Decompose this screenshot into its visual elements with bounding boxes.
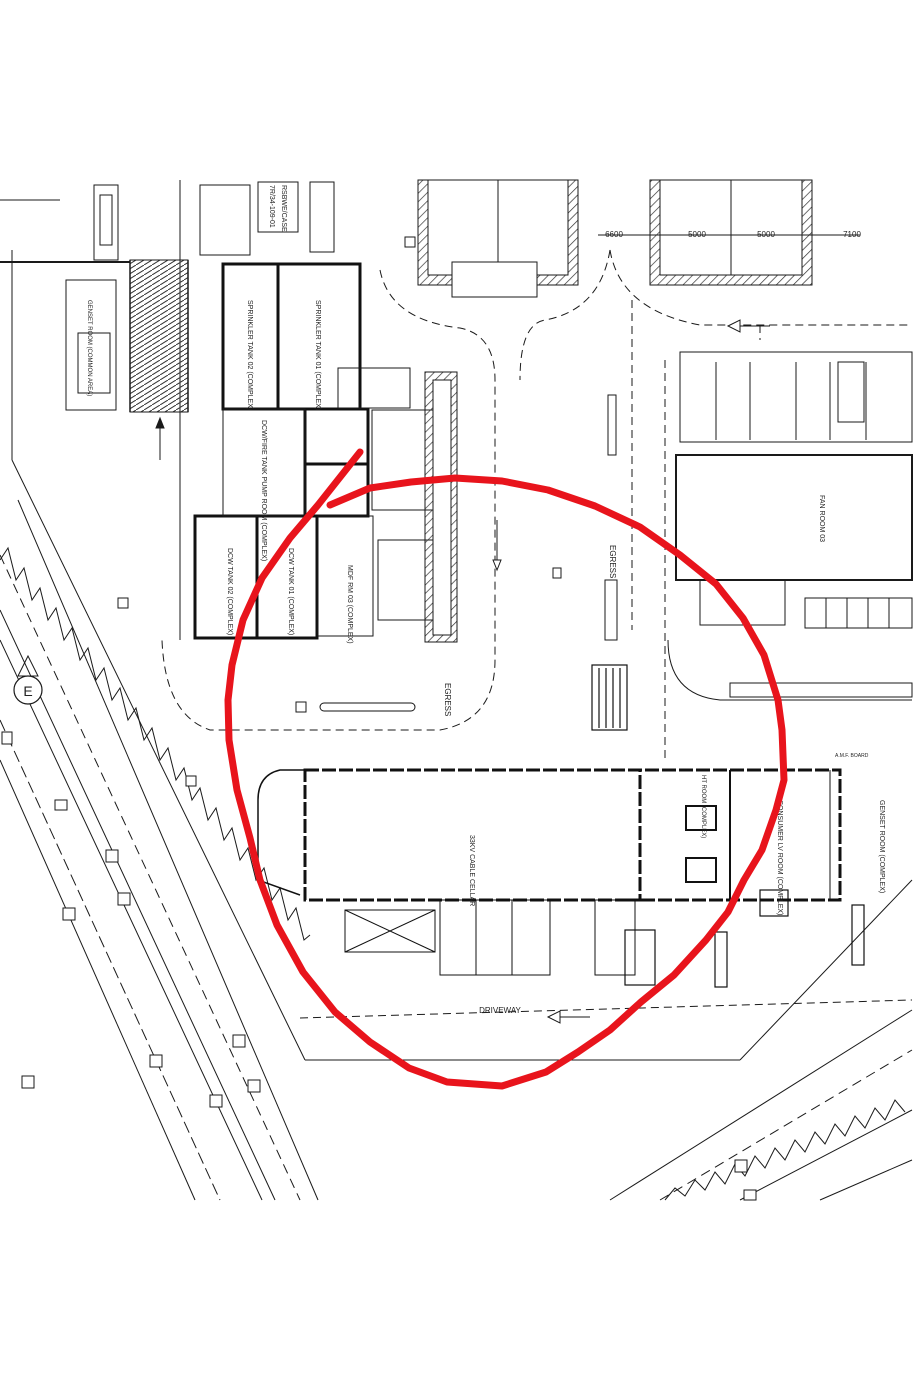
arrows bbox=[492, 319, 770, 1024]
fence-zigzag bbox=[0, 546, 906, 1201]
site-boundary bbox=[0, 180, 913, 1201]
cable-cellar-label: 33KV CABLE CELLAR bbox=[468, 835, 475, 906]
dcw-tank-01-label: DCW TANK 01 (COMPLEX) bbox=[287, 548, 294, 635]
dim-2: 5000 bbox=[688, 230, 706, 239]
genset-area-left bbox=[65, 184, 189, 460]
pump-room-label: DCW/FIRE TANK PUMP ROOM (COMPLEX) bbox=[260, 420, 267, 561]
driveway-label: DRIVEWAY bbox=[479, 1006, 521, 1015]
sprinkler-tank-01-label: SPRINKLER TANK 01 (COMPLEX) bbox=[314, 300, 321, 410]
dimension-labels: 6600 5000 5000 7100 bbox=[605, 230, 861, 239]
dim-3: 5000 bbox=[757, 230, 775, 239]
ref-code: 7R/34-109-01 bbox=[268, 185, 275, 228]
egress-label-2: EGRESS bbox=[443, 683, 452, 716]
genset-room-left-label: GENSET ROOM (COMMON AREA) bbox=[86, 300, 92, 396]
ref-label: RSBWE/CASE bbox=[280, 185, 287, 232]
cable-cellar-building bbox=[257, 702, 842, 976]
fan-room-label: FAN ROOM 03 bbox=[818, 495, 825, 542]
equipment-racks bbox=[591, 664, 865, 988]
road-markings bbox=[161, 249, 913, 1019]
tank-block bbox=[193, 262, 370, 640]
symbol-tags bbox=[1, 236, 757, 1201]
north-marker: E bbox=[13, 654, 43, 705]
top-parking bbox=[417, 179, 860, 298]
ref-tag: RSBWE/CASE 7R/34-109-01 bbox=[257, 181, 299, 233]
mdf-room bbox=[317, 367, 458, 643]
egress-label-1: EGRESS bbox=[608, 545, 617, 578]
consumer-room-label: CONSUMER LV ROOM (COMPLEX) bbox=[776, 800, 783, 915]
ht-room-label: HT ROOM (COMPLEX) bbox=[700, 775, 706, 838]
fan-room-block bbox=[667, 351, 913, 701]
dim-1: 6600 bbox=[605, 230, 623, 239]
north-label: E bbox=[23, 683, 32, 699]
dim-4: 7100 bbox=[843, 230, 861, 239]
genset-room-label: GENSET ROOM (COMPLEX) bbox=[878, 800, 885, 893]
sprinkler-tank-02-label: SPRINKLER TANK 02 (COMPLEX) bbox=[246, 300, 253, 410]
top-panels bbox=[199, 181, 335, 256]
mdf-room-label: MDF RM 03 (COMPLEX) bbox=[346, 565, 353, 644]
highlight-circle bbox=[224, 448, 788, 1090]
amf-board-label: A.M.F. BOARD bbox=[835, 753, 869, 759]
dcw-tank-02-label: DCW TANK 02 (COMPLEX) bbox=[226, 548, 233, 635]
